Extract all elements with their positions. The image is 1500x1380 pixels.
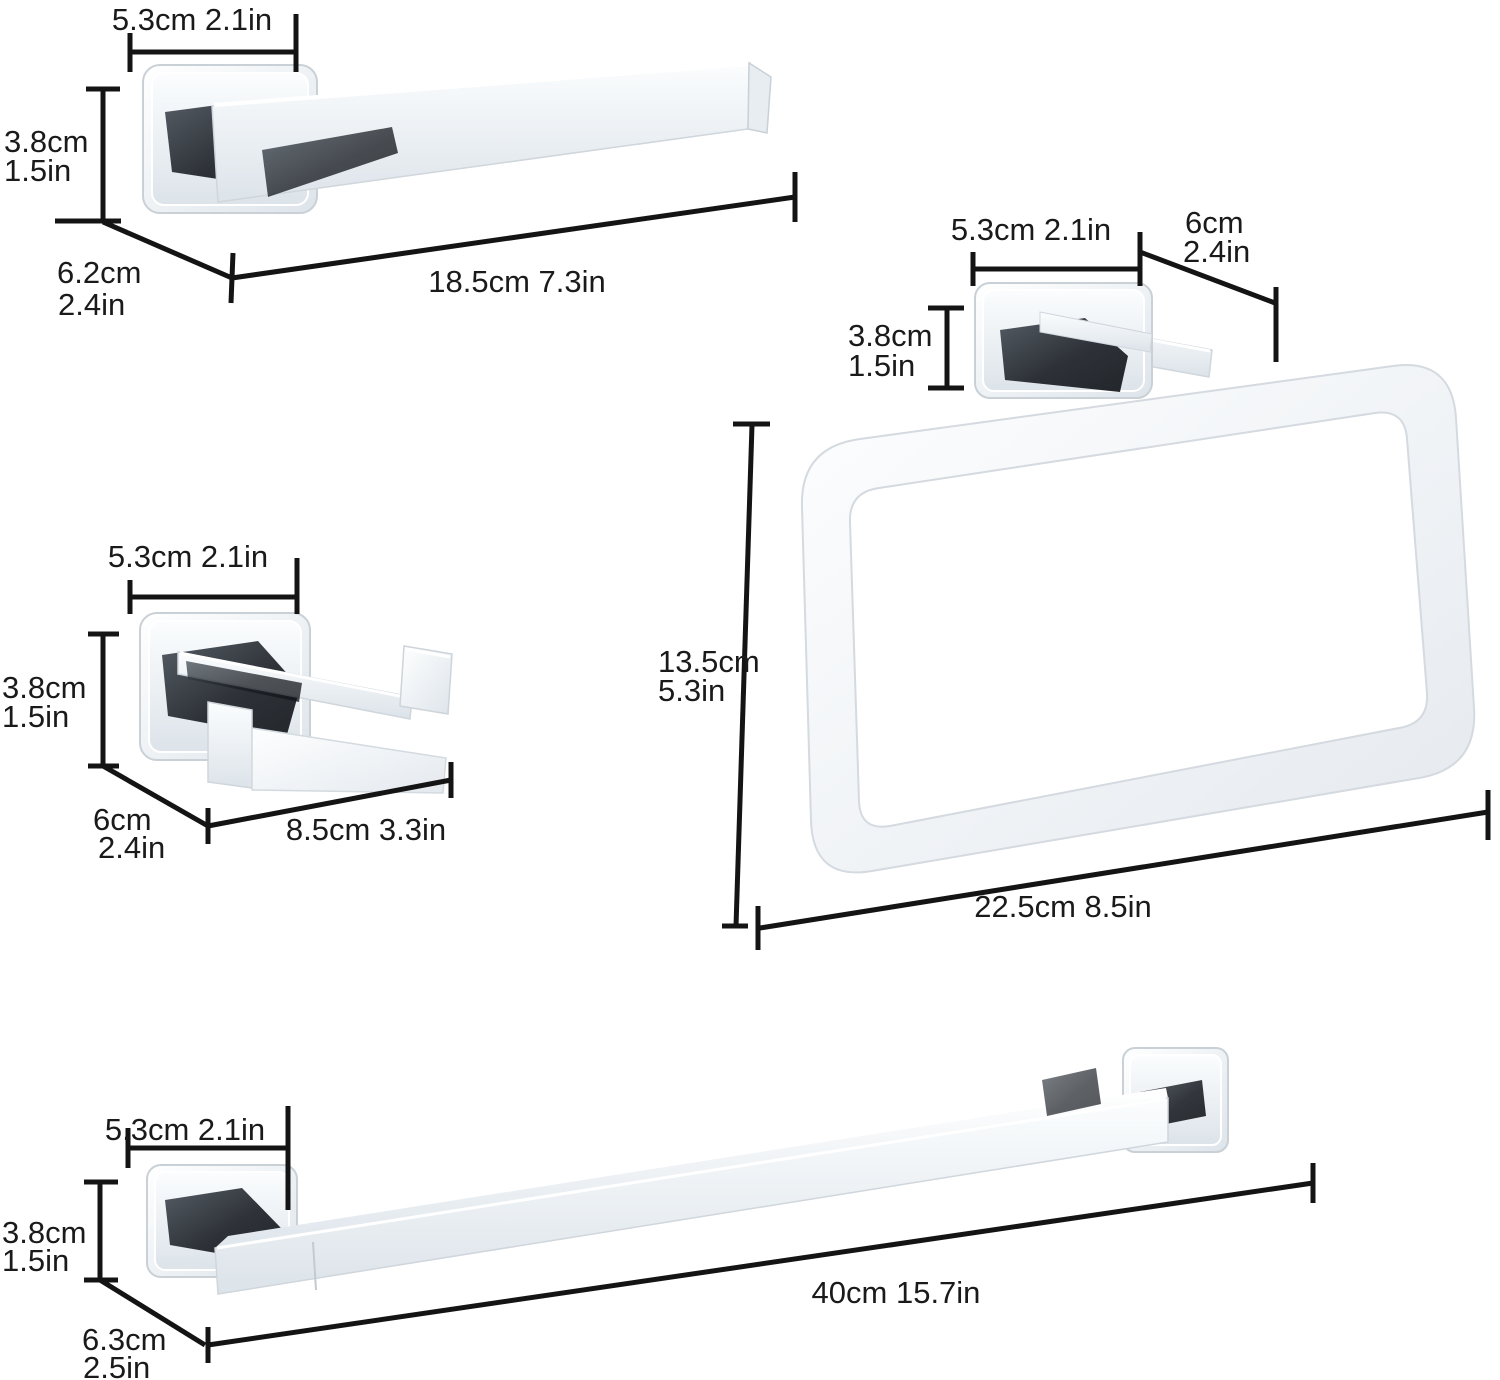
towel-bar-seam <box>312 1241 317 1291</box>
tp-holder-depth-in-label: 2.4in <box>58 287 125 322</box>
towel-bar-height-in-label: 1.5in <box>2 1243 69 1278</box>
towel-bar-depth-in-label: 2.5in <box>83 1350 150 1380</box>
towel-bar-bar <box>214 1097 1169 1295</box>
towel-ring-plate-height-in-label: 1.5in <box>848 348 915 383</box>
robe-hook-length-label: 8.5cm 3.3in <box>286 812 446 847</box>
robe-hook-back-prong <box>399 645 453 715</box>
tp-holder-dimension-lines <box>55 14 798 304</box>
tp-holder-length-label: 18.5cm 7.3in <box>428 264 606 299</box>
tp-holder-width-label: 5.3cm 2.1in <box>112 2 272 37</box>
towel-ring-height-cm-label: 13.5cm <box>658 644 760 679</box>
towel-ring-ring <box>800 364 1476 874</box>
robe-hook-back-arm-highlight <box>179 651 411 700</box>
towel-ring-image <box>800 282 1476 874</box>
towel-bar-height-cm-label: 3.8cm <box>2 1215 86 1250</box>
robe-hook-back-arm-reflection <box>186 661 302 702</box>
tp-holder-height-in-label: 1.5in <box>4 153 71 188</box>
tp-holder-depth-cm-label: 6.2cm <box>57 255 141 290</box>
tp-holder-height-cm-label: 3.8cm <box>4 124 88 159</box>
robe-hook-back-prong-highlight <box>405 647 451 659</box>
tp-holder-bar-highlight <box>213 62 751 107</box>
towel-bar-depth-cm-label: 6.3cm <box>82 1322 166 1357</box>
towel-ring-width-label: 5.3cm 2.1in <box>951 212 1111 247</box>
towel-bar-highlight <box>216 1097 1167 1250</box>
towel-ring-depth-cm-label: 6cm <box>1185 205 1244 240</box>
towel-bar-image <box>146 1047 1229 1295</box>
towel-ring-dimension-lines <box>722 232 1491 950</box>
towel-bar-width-label: 5.3cm 2.1in <box>105 1112 265 1147</box>
robe-hook-front-rail <box>251 727 447 794</box>
robe-hook-front-prong <box>207 701 253 789</box>
towel-bar-joint-reflection <box>1042 1068 1101 1116</box>
tp-holder-bar-reflection <box>262 127 398 197</box>
towel-ring-arm-front <box>1039 311 1153 353</box>
towel-bar-top-face <box>215 1088 1168 1248</box>
robe-hook-dimension-lines <box>88 558 454 844</box>
towel-bar-length-label: 40cm 15.7in <box>812 1275 981 1310</box>
towel-ring-depth-in-label: 2.4in <box>1183 234 1250 269</box>
toilet-paper-holder-image <box>142 61 772 214</box>
towel-ring-plate-height-cm-label: 3.8cm <box>848 318 932 353</box>
robe-hook-depth-in-label: 2.4in <box>98 830 165 865</box>
towel-ring-ring-width-label: 22.5cm 8.5in <box>974 889 1152 924</box>
tp-holder-bar-end-cap <box>747 61 772 134</box>
robe-hook-height-in-label: 1.5in <box>2 699 69 734</box>
robe-hook-width-label: 5.3cm 2.1in <box>108 539 268 574</box>
robe-hook-depth-cm-label: 6cm <box>93 802 152 837</box>
robe-hook-image <box>139 612 453 794</box>
robe-hook-height-cm-label: 3.8cm <box>2 670 86 705</box>
towel-bar-dimension-lines <box>84 1106 1316 1363</box>
towel-ring-height-in-label: 5.3in <box>658 673 725 708</box>
